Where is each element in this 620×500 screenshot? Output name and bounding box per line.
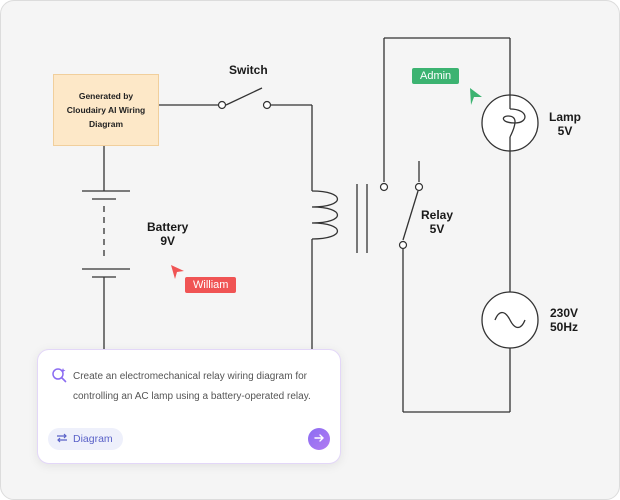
battery-value: 9V: [160, 234, 176, 248]
relay-value: 5V: [429, 222, 445, 236]
source-voltage: 230V: [550, 306, 579, 320]
ai-prompt-card[interactable]: Create an electromechanical relay wiring…: [37, 349, 341, 464]
lamp-value: 5V: [557, 124, 573, 138]
ac-source-icon: [481, 291, 539, 349]
william-cursor-icon: [171, 265, 184, 279]
note-line-1: Generated by: [78, 91, 134, 101]
admin-cursor-icon: [470, 88, 482, 105]
switch-lever: [225, 87, 263, 106]
prompt-text[interactable]: Create an electromechanical relay wiring…: [73, 371, 311, 402]
relay-coil: [311, 190, 339, 240]
source-label: 230V 50Hz: [550, 306, 578, 334]
note-line-2: Cloudairy AI Wiring: [66, 105, 146, 115]
diagram-mode-label: Diagram: [73, 433, 113, 445]
battery-label: Battery 9V: [147, 220, 188, 248]
relay-name: Relay: [421, 208, 454, 222]
lamp-icon: [481, 94, 539, 152]
source-frequency: 50Hz: [550, 320, 579, 334]
switch-label: Switch: [229, 63, 268, 77]
diagram-mode-chip[interactable]: Diagram: [48, 428, 123, 450]
relay-terminal-common: [398, 240, 408, 250]
send-button[interactable]: [308, 428, 330, 450]
lamp-label: Lamp 5V: [549, 110, 581, 138]
swap-arrows-icon: [56, 433, 68, 446]
arrow-right-icon: [314, 430, 324, 448]
switch-terminal-right: [262, 100, 272, 110]
note-line-3: Diagram: [88, 119, 123, 129]
battery-name: Battery: [147, 220, 189, 234]
generated-note[interactable]: Generated by Cloudairy AI Wiring Diagram: [53, 74, 159, 146]
collaborator-tag-william: William: [185, 277, 237, 293]
relay-terminal-no: [379, 182, 389, 192]
relay-terminal-nc: [414, 182, 424, 192]
switch-terminal-left: [217, 100, 227, 110]
relay-armature: [402, 190, 419, 241]
collaborator-tag-admin: Admin: [412, 68, 460, 84]
ai-sparkle-search-icon: [51, 367, 67, 388]
relay-label: Relay 5V: [421, 208, 453, 236]
lamp-name: Lamp: [549, 110, 582, 124]
